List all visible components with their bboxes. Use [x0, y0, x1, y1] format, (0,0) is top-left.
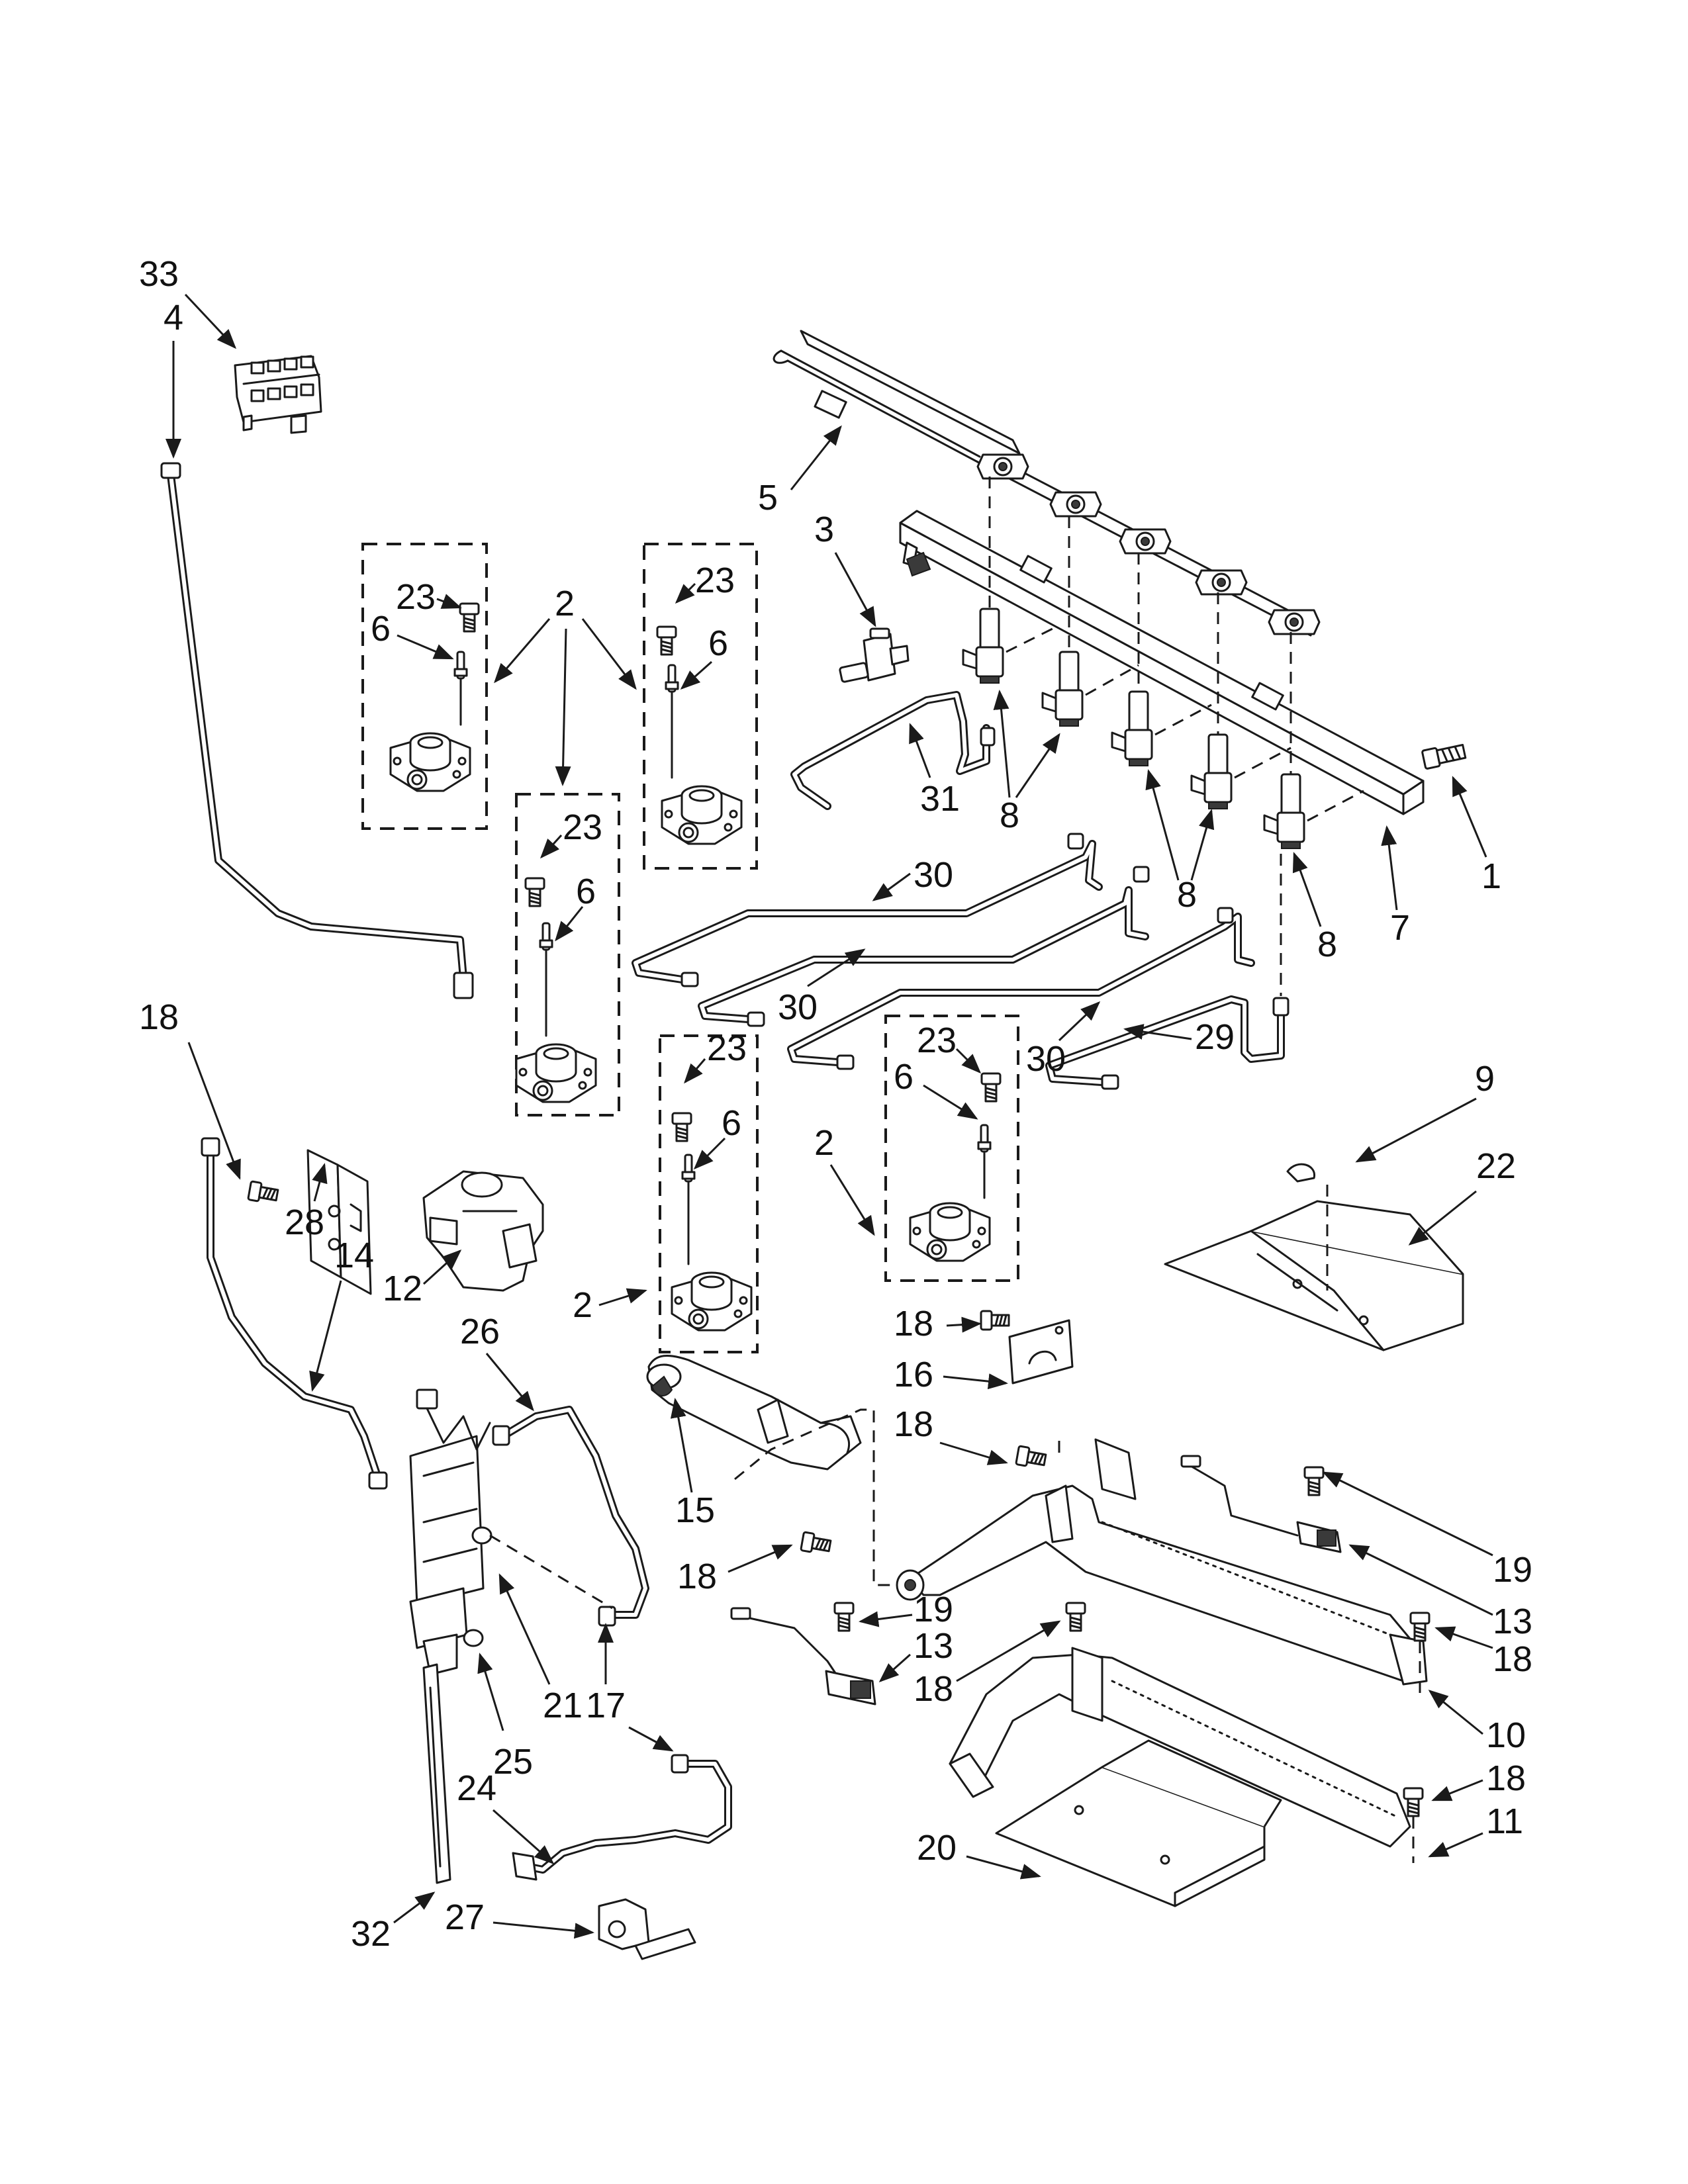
- screw-18-right: [1409, 1612, 1430, 1642]
- callout-17: 17: [586, 1686, 626, 1725]
- callout-18e: 18: [1493, 1639, 1532, 1679]
- ignitor-13-left: [730, 1607, 876, 1706]
- tube-26: [492, 1406, 649, 1627]
- tube-14: [201, 1137, 388, 1490]
- screw-19-left: [833, 1602, 855, 1632]
- callout-24: 24: [457, 1768, 496, 1808]
- callout-4: 4: [164, 298, 183, 338]
- tube-31: [790, 691, 996, 810]
- callout-6b: 6: [708, 623, 728, 663]
- callout-6d: 6: [722, 1103, 741, 1143]
- screw-19-right: [1303, 1466, 1325, 1496]
- callout-13b: 13: [914, 1626, 953, 1666]
- ignitor-harness: [773, 330, 1321, 637]
- broil-burner: [949, 1647, 1411, 1848]
- callout-30a: 30: [914, 855, 953, 895]
- callout-23c: 23: [563, 807, 602, 847]
- callout-3: 3: [814, 510, 834, 549]
- callout-23a: 23: [396, 577, 436, 617]
- callout-20: 20: [917, 1828, 957, 1868]
- oven-valve-assembly: [409, 1388, 613, 1676]
- screw-18-left: [247, 1180, 280, 1206]
- callout-19b: 19: [914, 1590, 953, 1629]
- callout-14: 14: [334, 1236, 374, 1275]
- screw-18-bake: [1065, 1602, 1086, 1632]
- callout-8a: 8: [1000, 796, 1019, 835]
- bar-32: [422, 1663, 451, 1884]
- callout-6a: 6: [371, 609, 391, 649]
- callout-27: 27: [445, 1897, 485, 1937]
- bracket-16: [1008, 1319, 1074, 1385]
- clamp-27: [598, 1898, 696, 1960]
- callout-26: 26: [460, 1312, 500, 1351]
- bake-burner: [896, 1438, 1428, 1686]
- callout-1: 1: [1481, 856, 1501, 896]
- callout-22: 22: [1476, 1146, 1516, 1186]
- tube-17: [512, 1754, 732, 1881]
- callout-6c: 6: [576, 872, 596, 911]
- ignitor-13-right: [1180, 1455, 1342, 1553]
- callout-6e: 6: [894, 1057, 914, 1097]
- callout-18d: 18: [677, 1557, 717, 1596]
- callout-25: 25: [493, 1742, 533, 1782]
- tube-29: [1045, 854, 1289, 1090]
- callout-18g: 18: [1486, 1758, 1526, 1798]
- callout-8b: 8: [1177, 875, 1197, 915]
- callout-11: 11: [1486, 1801, 1523, 1841]
- callout-23b: 23: [695, 561, 735, 600]
- callout-16: 16: [894, 1355, 933, 1394]
- callout-32: 32: [351, 1914, 391, 1954]
- valve-assembly-1: [361, 543, 488, 830]
- valve-assembly-3: [515, 793, 620, 1116]
- terminal-block: [234, 355, 322, 434]
- tube-30-c: [787, 907, 1255, 1070]
- heat-shield: [1164, 1163, 1464, 1351]
- tube-30-a: [632, 833, 1103, 987]
- gas-supply-tube: [160, 462, 474, 999]
- callout-33: 33: [139, 254, 179, 294]
- screw-18-bracket: [800, 1531, 833, 1557]
- callout-5: 5: [758, 478, 778, 518]
- tube-30-b: [698, 866, 1150, 1027]
- regulator-fitting: [839, 627, 910, 683]
- callout-28: 28: [285, 1203, 324, 1242]
- callout-19a: 19: [1493, 1550, 1532, 1590]
- callout-18c: 18: [894, 1404, 933, 1444]
- screw-18-oven: [1015, 1445, 1048, 1471]
- callout-29: 29: [1195, 1017, 1235, 1057]
- callout-2b: 2: [814, 1123, 834, 1163]
- callout-8c: 8: [1317, 925, 1337, 964]
- callout-31: 31: [920, 779, 960, 819]
- callout-18a: 18: [139, 997, 179, 1037]
- callout-18b: 18: [894, 1304, 933, 1343]
- callout-23d: 23: [707, 1028, 747, 1068]
- callout-2c: 2: [573, 1285, 592, 1325]
- callout-10: 10: [1486, 1715, 1526, 1755]
- manifold-screw: [1421, 744, 1467, 770]
- screw-16: [980, 1310, 1010, 1331]
- callout-18f: 18: [914, 1669, 953, 1709]
- callout-21: 21: [543, 1686, 583, 1725]
- callout-7: 7: [1390, 908, 1410, 948]
- oven-burner-tube: [646, 1354, 862, 1471]
- manifold: [899, 510, 1425, 815]
- valve-assembly-4: [659, 1034, 759, 1353]
- callout-23e: 23: [917, 1021, 957, 1060]
- callout-30b: 30: [778, 987, 818, 1027]
- callout-15: 15: [675, 1490, 715, 1530]
- callouts: 33 4 5 3 23 6 2 23 6 23 6 31 8 30 30 8: [139, 254, 1532, 1954]
- broil-heat-shield: [995, 1739, 1282, 1907]
- callout-30c: 30: [1026, 1039, 1066, 1079]
- callout-12: 12: [383, 1269, 422, 1308]
- valve-assembly-2: [643, 543, 758, 870]
- callout-2a: 2: [555, 584, 575, 623]
- valve-assembly-5: [884, 1015, 1019, 1282]
- burner-valves: [962, 477, 1364, 850]
- callout-9: 9: [1475, 1059, 1495, 1099]
- callout-13a: 13: [1493, 1602, 1532, 1641]
- screw-18-broil: [1403, 1787, 1424, 1817]
- pressure-regulator: [422, 1170, 544, 1292]
